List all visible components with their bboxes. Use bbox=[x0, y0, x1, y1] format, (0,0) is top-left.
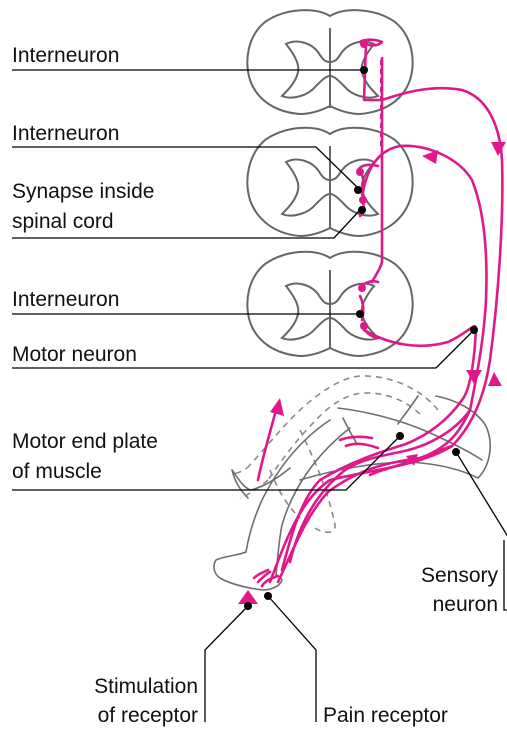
label-sensory-line2: neuron bbox=[433, 593, 498, 616]
nerve-pathways bbox=[238, 40, 506, 604]
label-stimulation-line2: of receptor bbox=[98, 704, 198, 727]
label-sensory-line1: Sensory bbox=[421, 564, 499, 587]
spinal-cord-section-middle bbox=[247, 128, 412, 236]
label-stimulation-line1: Stimulation bbox=[94, 675, 198, 698]
label-motor-neuron: Motor neuron bbox=[12, 343, 137, 366]
label-interneuron-bottom: Interneuron bbox=[12, 288, 119, 311]
leader-lines bbox=[12, 70, 507, 722]
leg-lowered bbox=[214, 396, 490, 590]
label-motor-end-plate-line1: Motor end plate bbox=[12, 430, 158, 453]
label-motor-end-plate-line2: of muscle bbox=[12, 460, 102, 483]
label-interneuron-middle: Interneuron bbox=[12, 122, 119, 145]
label-synapse-line2: spinal cord bbox=[12, 210, 114, 233]
label-pain-receptor: Pain receptor bbox=[323, 704, 448, 727]
label-interneuron-top: Interneuron bbox=[12, 44, 119, 67]
label-synapse-line1: Synapse inside bbox=[12, 180, 154, 203]
